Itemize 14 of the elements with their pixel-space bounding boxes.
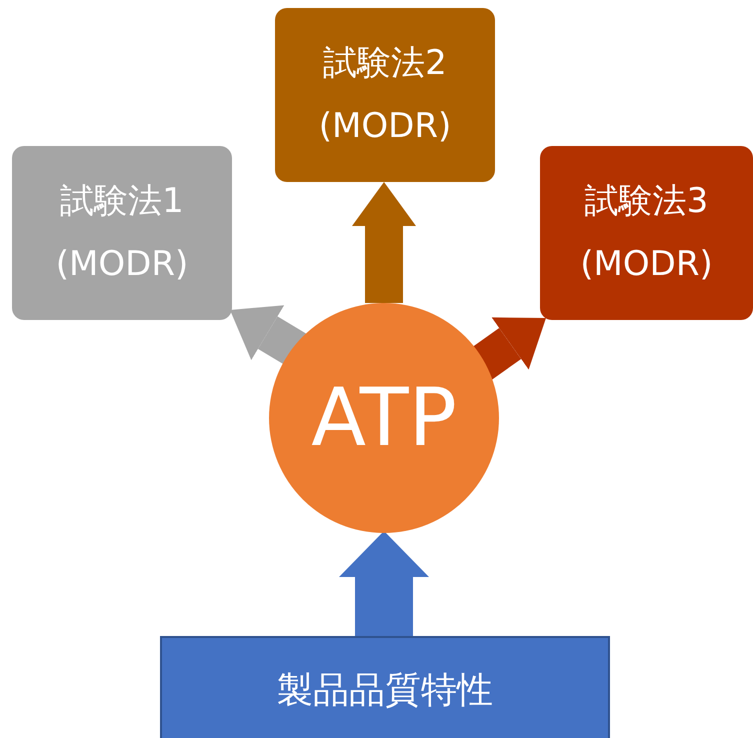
box-label: (MODR) [580, 246, 713, 284]
method-box [12, 146, 232, 320]
block-arrow [352, 182, 416, 303]
box-label: (MODR) [318, 108, 452, 146]
input-box [160, 636, 610, 738]
method-box [540, 146, 753, 320]
circle-label: ATP [311, 374, 457, 462]
box-label: 製品品質特性 [277, 671, 493, 711]
method-box [275, 8, 495, 182]
block-arrow [339, 531, 429, 636]
box-label: 試験法1 [60, 182, 184, 220]
box-label: (MODR) [56, 246, 188, 284]
box-label: 試験法2 [323, 44, 447, 82]
box-label: 試験法3 [584, 182, 708, 220]
